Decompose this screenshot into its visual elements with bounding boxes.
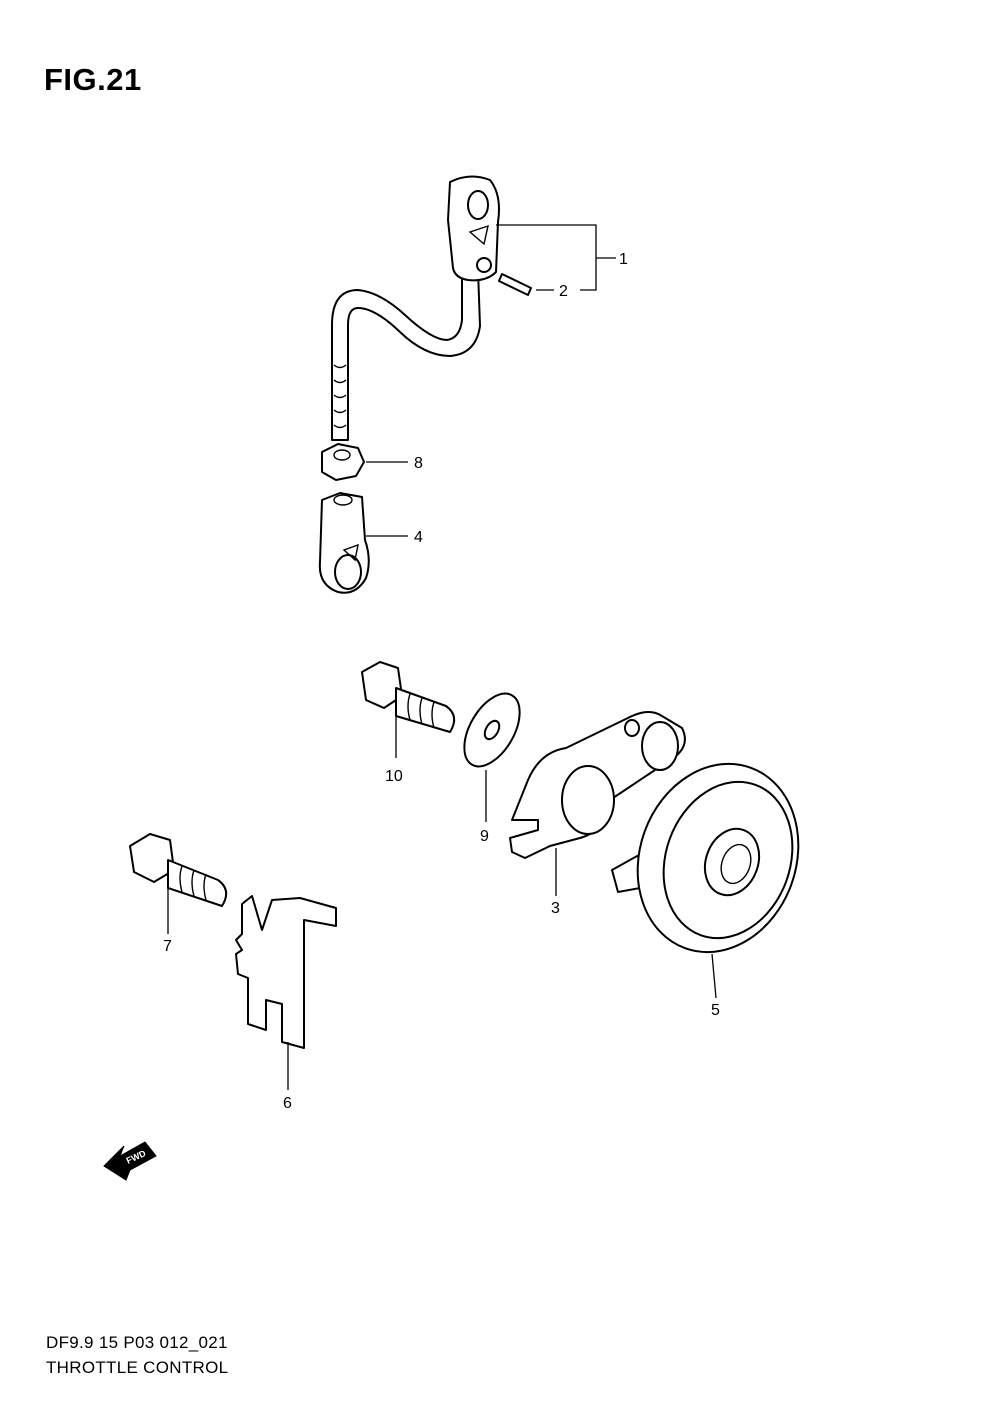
rod-end-joint[interactable]	[318, 492, 370, 594]
callout-3: 3	[551, 900, 560, 917]
callout-6: 6	[283, 1095, 292, 1112]
hex-nut[interactable]	[321, 443, 365, 481]
callout-1: 1	[619, 251, 628, 268]
callout-7: 7	[163, 938, 172, 955]
throttle-lever[interactable]	[509, 711, 686, 859]
callout-numbers: 1 2 3 4 5 6 7 8 9 10	[163, 251, 720, 1112]
bolt-7[interactable]	[129, 833, 228, 907]
callout-2: 2	[559, 283, 568, 300]
callout-8: 8	[414, 455, 423, 472]
bolt-10[interactable]	[361, 661, 456, 733]
leader-lines	[167, 224, 717, 1090]
fwd-arrow-icon: FWD	[103, 1141, 157, 1181]
callout-9: 9	[480, 828, 489, 845]
figure-title: FIG.21	[44, 62, 142, 97]
callout-4: 4	[414, 529, 423, 546]
cam-pulley[interactable]	[611, 741, 824, 975]
throttle-rod[interactable]	[331, 175, 500, 441]
lever-bracket[interactable]	[235, 895, 337, 1049]
rod-pin[interactable]	[498, 273, 532, 296]
diagram-name: THROTTLE CONTROL	[46, 1358, 229, 1377]
callout-10: 10	[385, 768, 403, 785]
callout-5: 5	[711, 1002, 720, 1019]
washer[interactable]	[453, 684, 531, 775]
diagram-code: DF9.9 15 P03 012_021	[46, 1333, 228, 1352]
